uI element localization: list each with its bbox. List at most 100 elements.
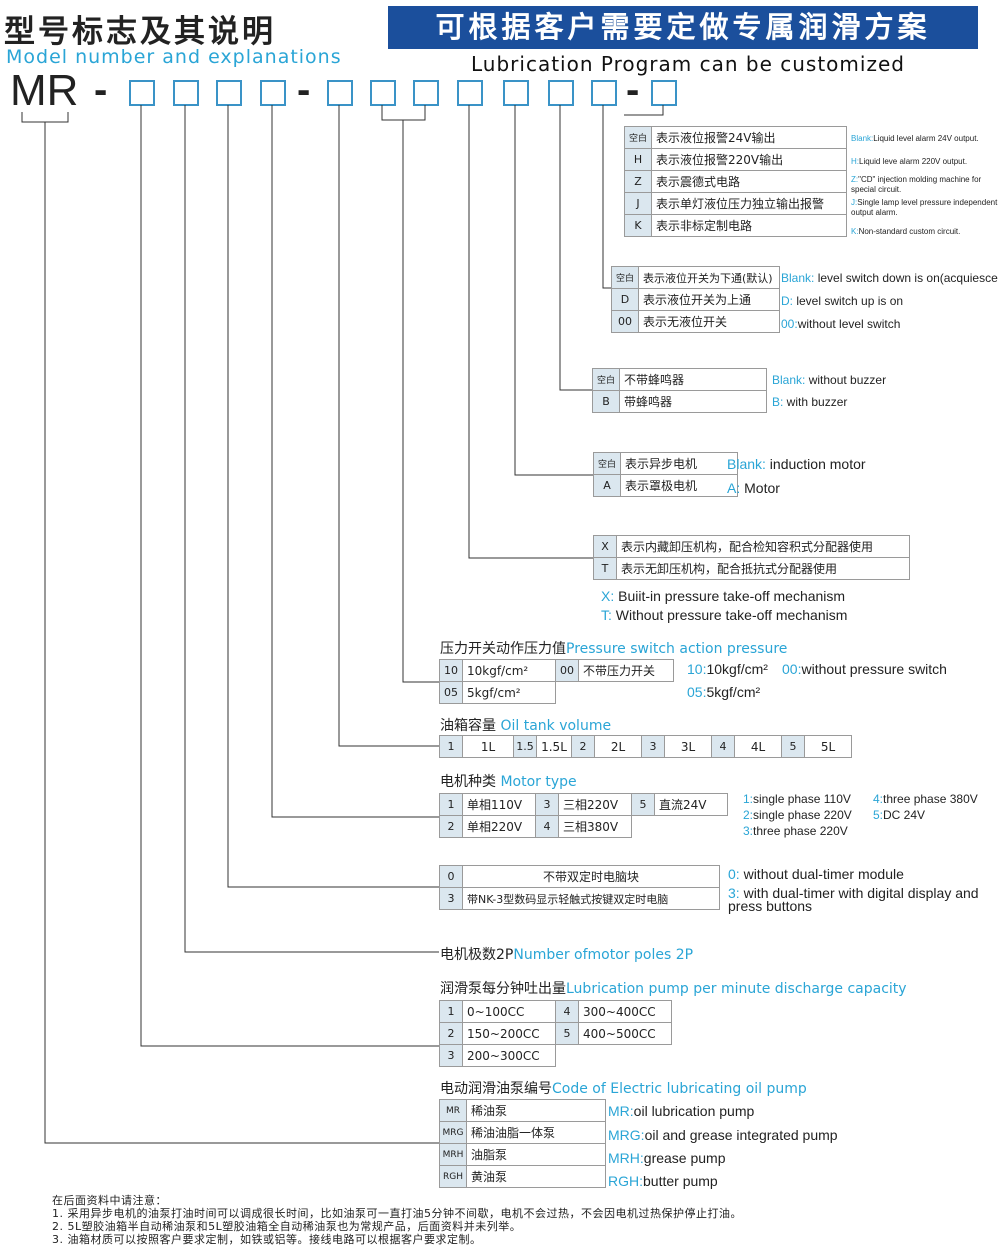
pressure-switch-en-10: 10:10kgf/cm² xyxy=(687,661,768,677)
pump-code-en-mr: MR:oil lubrication pump xyxy=(608,1103,754,1119)
section-title-cn: 电机极数2P xyxy=(440,947,514,963)
code-box-pressure-switch-1 xyxy=(413,80,439,106)
table-cell: 400~500CC xyxy=(578,1022,672,1045)
table-row: 空白表示液位开关为下通(默认) xyxy=(611,266,780,289)
table-key: X xyxy=(593,535,617,558)
table-key: 4 xyxy=(711,735,735,758)
circuit-en-blank: Blank:Liquid level alarm 24V output. xyxy=(851,134,979,144)
table-cell: 表示震德式电路 xyxy=(651,170,847,193)
title-en: Model number and explanations xyxy=(6,46,342,68)
buzzer-en-b: B: with buzzer xyxy=(772,395,847,409)
motor-type-title: 电机种类 Motor type xyxy=(440,771,577,791)
table-row: 空白表示液位报警24V输出 xyxy=(624,126,847,149)
note-item: 2. 5L塑胶油箱半自动稀油泵和5L塑胶油箱全自动稀油泵也为常规产品，后面资料并… xyxy=(52,1220,522,1233)
table-key: MRH xyxy=(439,1143,467,1166)
code-box-pressure-switch-2 xyxy=(457,80,483,106)
en-key: 3: xyxy=(728,885,740,901)
table-key: 空白 xyxy=(592,368,620,391)
table-cell: 不带双定时电脑块 xyxy=(462,865,720,888)
pressure-switch-en-05: 05:5kgf/cm² xyxy=(687,684,760,700)
en-key: J: xyxy=(851,198,858,207)
dash: - xyxy=(297,68,311,112)
table-key: 5 xyxy=(631,793,655,816)
table-cell: 200~300CC xyxy=(462,1044,556,1067)
motor-kind-en-a: A: Motor xyxy=(727,480,780,496)
table-key: K xyxy=(624,214,652,237)
table-cell: 带NK-3型数码显示轻触式按键双定时电脑 xyxy=(462,887,720,910)
table-cell: 表示罩极电机 xyxy=(620,474,738,497)
poles-title: 电机极数2PNumber ofmotor poles 2P xyxy=(440,944,693,964)
en-key: 05: xyxy=(687,684,707,700)
table-key: J xyxy=(624,192,652,215)
en-text: level switch up is on xyxy=(793,294,904,308)
section-title-en: Code of Electric lubricating oil pump xyxy=(552,1081,807,1097)
table-cell: 300~400CC xyxy=(578,1000,672,1023)
table-cell: 表示内藏卸压机构，配合检知容积式分配器使用 xyxy=(616,535,910,558)
discharge-title: 润滑泵每分钟吐出量Lubrication pump per minute dis… xyxy=(440,978,907,998)
en-key: RGH: xyxy=(608,1173,643,1189)
en-key: D: xyxy=(781,294,793,308)
en-text: Liquid level alarm 24V output. xyxy=(873,134,979,143)
en-key: Blank: xyxy=(772,373,806,387)
section-title-cn: 压力开关动作压力值 xyxy=(440,641,566,657)
en-text: Buiit-in pressure take-off mechanism xyxy=(618,588,846,604)
table-key: 空白 xyxy=(611,266,639,289)
table-key: 3 xyxy=(641,735,665,758)
en-key: 00: xyxy=(782,661,802,677)
table-cell: 1L xyxy=(462,735,514,758)
en-text: three phase 220V xyxy=(753,824,848,838)
en-text: oil lubrication pump xyxy=(633,1103,755,1119)
en-text: with dual-timer with digital display and… xyxy=(728,885,979,914)
en-key: B: xyxy=(772,395,784,409)
en-key: MRH: xyxy=(608,1150,644,1166)
table-key: 2 xyxy=(571,735,595,758)
table-cell: 表示液位报警24V输出 xyxy=(651,126,847,149)
section-title-cn: 电动润滑油泵编号 xyxy=(440,1081,552,1097)
table-cell: 3L xyxy=(664,735,712,758)
table-cell: 直流24V xyxy=(654,793,728,816)
table-key: 3 xyxy=(535,793,559,816)
circuit-en-h: H:Liquid leve alarm 220V output. xyxy=(851,157,967,167)
en-text: Without pressure take-off mechanism xyxy=(615,607,848,623)
dash: - xyxy=(94,68,108,112)
timer-en-3: 3: with dual-timer with digital display … xyxy=(728,885,990,914)
table-key: 空白 xyxy=(593,452,621,475)
table-cell: 黄油泵 xyxy=(466,1165,606,1188)
table-cell: 150~200CC xyxy=(462,1022,556,1045)
code-box-level-switch xyxy=(651,80,677,106)
section-title-en: Motor type xyxy=(500,774,577,790)
table-key: H xyxy=(624,148,652,171)
table-key: 4 xyxy=(535,815,559,838)
en-text: butter pump xyxy=(643,1173,718,1189)
table-key: T xyxy=(593,557,617,580)
level-en-00: 00:without level switch xyxy=(781,317,900,331)
en-text: level switch down is on(acquiesce in) xyxy=(814,271,1000,285)
section-title-cn: 电机种类 xyxy=(440,774,496,790)
table-key: RGH xyxy=(439,1165,467,1188)
section-title-cn: 润滑泵每分钟吐出量 xyxy=(440,981,566,997)
en-key: 00: xyxy=(781,317,798,331)
en-text: without dual-timer module xyxy=(743,866,904,882)
en-text: Motor xyxy=(740,480,780,496)
code-box-buzzer xyxy=(591,80,617,106)
section-title-en: Oil tank volume xyxy=(500,718,612,734)
en-text: without buzzer xyxy=(805,373,887,387)
buzzer-en-blank: Blank: without buzzer xyxy=(772,373,886,387)
table-key: 5 xyxy=(555,1022,579,1045)
code-box-poles xyxy=(216,80,242,106)
note-item: 1. 采用异步电机的油泵打油时间可以调成很长时间，比如油泵可一直打油5分钟不间歇… xyxy=(52,1207,742,1220)
en-key: 0: xyxy=(728,866,740,882)
